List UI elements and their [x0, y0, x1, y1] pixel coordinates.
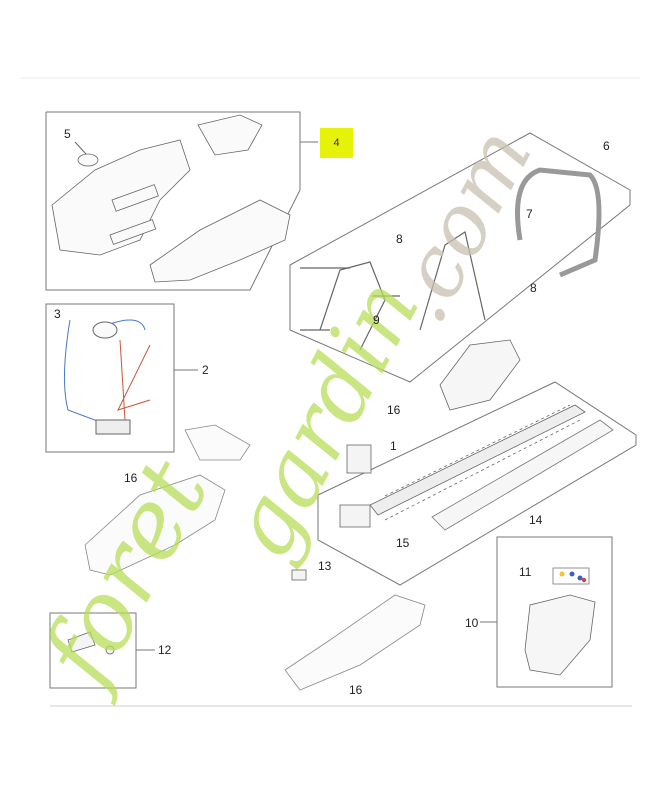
part-12-nut — [105, 645, 115, 655]
callout-10: 10 — [465, 616, 479, 630]
callout-9: 9 — [373, 313, 380, 327]
callout-8a: 8 — [396, 232, 403, 246]
switch-block — [95, 419, 131, 435]
callout-12: 12 — [158, 643, 172, 657]
blade-group-box — [317, 381, 637, 586]
callout-7: 7 — [526, 207, 533, 221]
switch-parts-box — [49, 612, 137, 689]
callout-3: 3 — [54, 307, 61, 321]
callout-16a: 16 — [387, 403, 401, 417]
callout-11: 11 — [519, 565, 532, 579]
callout-8b: 8 — [530, 281, 537, 295]
handle-grip — [319, 261, 386, 351]
gear-housing — [339, 504, 371, 528]
callout-14: 14 — [529, 513, 543, 527]
housing-right-half — [149, 199, 291, 283]
callout-13: 13 — [318, 559, 332, 573]
lower-housing-right — [284, 594, 426, 691]
front-handle-bow — [515, 167, 602, 278]
blade-guard-box — [496, 536, 613, 688]
callout-16c: 16 — [349, 683, 363, 697]
top-cover — [197, 114, 263, 156]
callout-15: 15 — [396, 536, 410, 550]
callout-6: 6 — [603, 139, 610, 153]
trim-strip-b — [109, 219, 157, 245]
callout-1: 1 — [390, 439, 397, 453]
callout-2: 2 — [202, 363, 209, 377]
lower-housing-left — [84, 474, 226, 576]
cover-piece — [184, 424, 251, 461]
cutting-blade — [369, 404, 586, 516]
wiring-group-box — [45, 303, 175, 453]
hand-guard — [524, 594, 596, 676]
part-13 — [291, 569, 307, 581]
callout-4-highlight: 4 — [320, 128, 353, 158]
handle-group-box — [289, 132, 631, 383]
rear-guard — [439, 339, 521, 411]
callout-16b: 16 — [124, 471, 138, 485]
motor-cap — [92, 321, 118, 339]
motor — [346, 444, 372, 474]
trim-strip-a — [111, 184, 159, 212]
callout-5: 5 — [64, 127, 71, 141]
part-12-lever — [67, 631, 96, 653]
handle-frame — [419, 231, 486, 331]
part-5-plate — [77, 153, 99, 167]
red-wire — [117, 339, 151, 421]
blade-sheath — [431, 419, 614, 531]
